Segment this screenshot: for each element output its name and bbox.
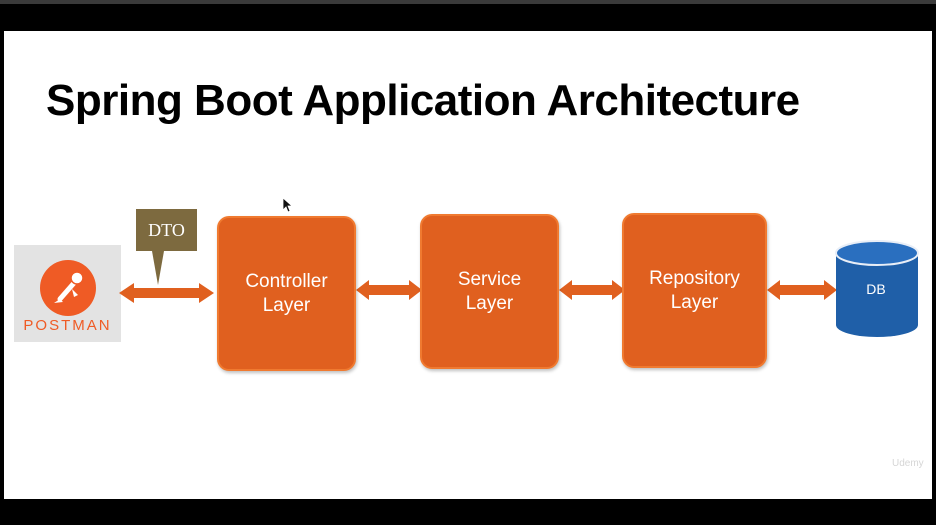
arrow-controller-service: [356, 280, 422, 300]
service-layer-box: Service Layer: [420, 214, 559, 369]
database-cylinder-icon: [835, 240, 919, 337]
slide-title: Spring Boot Application Architecture: [46, 76, 800, 125]
top-bar: [0, 0, 936, 4]
postman-label: POSTMAN: [23, 317, 112, 334]
controller-layer-line2: Layer: [262, 294, 311, 316]
service-layer-line2: Layer: [465, 292, 514, 314]
postman-logo-icon: [40, 260, 96, 316]
repository-layer-line2: Layer: [670, 291, 719, 313]
slide: Spring Boot Application Architecture POS…: [4, 31, 932, 499]
postman-tile: POSTMAN: [14, 245, 121, 342]
service-layer-line1: Service: [457, 268, 522, 290]
arrow-repository-db: [767, 280, 837, 300]
arrow-postman-controller: [119, 283, 214, 303]
dto-callout-pointer: [152, 251, 164, 285]
repository-layer-line1: Repository: [649, 267, 740, 289]
mouse-cursor-icon: [282, 197, 294, 213]
arrow-service-repository: [559, 280, 625, 300]
dto-callout: DTO: [136, 209, 197, 251]
controller-layer-box: Controller Layer: [217, 216, 356, 371]
db-label: DB: [866, 281, 886, 297]
repository-layer-box: Repository Layer: [622, 213, 767, 368]
controller-layer-line1: Controller: [245, 270, 328, 292]
connector-arrows: [119, 280, 837, 303]
udemy-watermark: Udemy: [892, 458, 924, 469]
